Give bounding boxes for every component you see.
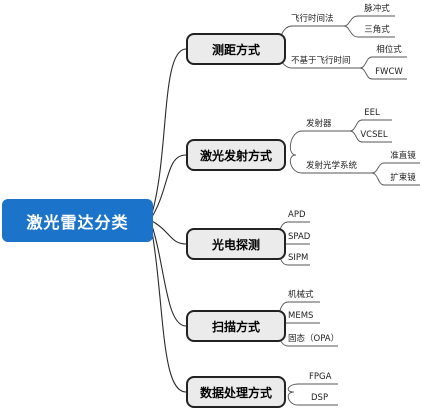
branch-node-emission: 激光发射方式 [186, 139, 286, 171]
group-label: 发射光学系统 [306, 161, 358, 171]
group-label: 飞行时间法 [291, 14, 334, 24]
leaf-label: FWCW [375, 67, 403, 77]
leaf-label: 固态（OPA） [288, 334, 340, 344]
branch-node-processing: 数据处理方式 [186, 376, 286, 408]
leaf-label: EEL [364, 108, 380, 118]
leaf-label: SPAD [288, 232, 311, 242]
leaf-label: SIPM [288, 253, 309, 263]
group-label: 不基于飞行时间 [291, 56, 351, 66]
branch-node-detection: 光电探测 [186, 228, 286, 260]
root-node: 激光雷达分类 [2, 199, 153, 242]
connector-root-branch-1 [149, 48, 187, 221]
leaf-label: APD [288, 210, 306, 220]
leaf-label: 相位式 [376, 45, 402, 55]
leaf-label: 扩束镜 [390, 173, 416, 183]
leaf-label: VCSEL [360, 130, 388, 140]
branch-node-ranging: 测距方式 [186, 33, 286, 65]
leaf-label: 脉冲式 [364, 4, 390, 14]
branch-node-scanning: 扫描方式 [186, 310, 286, 342]
leaf-label: 机械式 [288, 290, 314, 300]
connector-root-branch-3 [149, 219, 187, 245]
connector-root-branch-5 [149, 219, 187, 393]
connector-root-branch-4 [149, 219, 187, 327]
leaf-label: MEMS [288, 311, 314, 321]
leaf-label: 准直镜 [390, 151, 416, 161]
leaf-label: 三角式 [364, 25, 390, 35]
connector-root-branch-2 [149, 154, 187, 221]
leaf-label: FPGA [309, 372, 332, 382]
group-label: 发射器 [306, 119, 332, 129]
leaf-label: DSP [311, 393, 329, 403]
